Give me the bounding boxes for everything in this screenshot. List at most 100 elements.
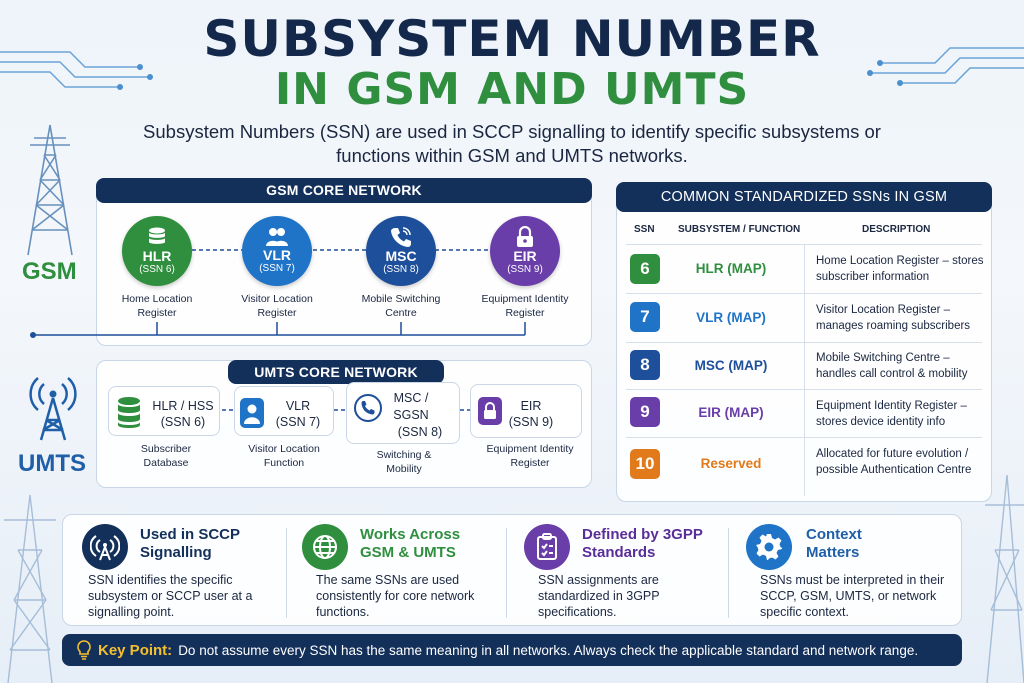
- info-title-3gpp: Defined by 3GPP Standards: [582, 526, 703, 561]
- phone-icon: [391, 227, 411, 247]
- gsm-msc-circle: MSC (SSN 8): [366, 216, 436, 286]
- col-header-function: SUBSYSTEM / FUNCTION: [678, 224, 801, 235]
- gsm-core-header: GSM CORE NETWORK: [96, 178, 592, 203]
- table-row-description: Mobile Switching Centre – handles call c…: [816, 352, 968, 380]
- gsm-eir-caption: Equipment Identity Register: [481, 293, 569, 319]
- circuit-decoration-right: [867, 47, 1024, 86]
- gsm-node-msc: MSC (SSN 8) Mobile Switching Centre: [336, 216, 466, 320]
- ssn-table-header: COMMON STANDARDIZED SSNs IN GSM: [616, 182, 992, 212]
- key-point-text: Do not assume every SSN has the same mea…: [178, 642, 919, 658]
- table-row-function: MSC (MAP): [694, 358, 768, 373]
- info-panel: [62, 514, 962, 626]
- umts-antenna-icon: [29, 377, 77, 441]
- table-row-description: Equipment Identity Register – stores dev…: [816, 400, 967, 428]
- umts-vlr-caption: Visitor Location Function: [248, 443, 320, 469]
- info-icon-badge: [746, 524, 792, 570]
- gear-icon: [756, 534, 782, 560]
- table-row-ssn-badge: 6: [630, 254, 660, 284]
- lightbulb-icon: [77, 640, 91, 660]
- umts-label: UMTS: [18, 450, 86, 477]
- umts-eir-caption: Equipment Identity Register: [486, 443, 574, 469]
- subtitle: Subsystem Numbers (SSN) are used in SCCP…: [143, 121, 881, 166]
- lock-icon-badge: [478, 397, 502, 425]
- col-header-ssn: SSN: [634, 224, 655, 235]
- database-icon: [118, 397, 140, 428]
- umts-msc-sgsn-ssn: (SSN 8): [397, 425, 443, 439]
- umts-eir-ssn: (SSN 9): [508, 415, 554, 429]
- gsm-hlr-caption: Home Location Register: [121, 293, 193, 319]
- info-text-context: SSNs must be interpreted in their SCCP, …: [760, 573, 945, 619]
- gsm-node-hlr: HLR (SSN 6) Home Location Register: [92, 216, 222, 320]
- umts-vlr-ssn: (SSN 7): [275, 415, 321, 429]
- gsm-connectors: [30, 249, 526, 338]
- lock-icon: [517, 226, 533, 247]
- info-title-context: Context Matters: [806, 526, 862, 561]
- gsm-node-eir: EIR (SSN 9) Equipment Identity Register: [460, 216, 590, 320]
- gsm-label: GSM: [22, 258, 77, 285]
- clipboard-icon: [537, 533, 557, 560]
- col-header-description: DESCRIPTION: [862, 224, 931, 235]
- tower-decoration-bottom-left: [4, 494, 56, 683]
- info-title-gsm-umts: Works Across GSM & UMTS: [360, 526, 461, 561]
- gsm-msc-caption: Mobile Switching Centre: [361, 293, 441, 319]
- table-row-function: Reserved: [700, 456, 762, 471]
- database-icon: [149, 227, 165, 244]
- table-row-description: Home Location Register – stores subscrib…: [816, 255, 984, 283]
- info-icon-badge: [82, 524, 128, 570]
- gsm-msc-name: MSC: [385, 248, 417, 264]
- table-row-ssn-badge: 10: [630, 449, 660, 479]
- lock-icon: [484, 402, 496, 419]
- umts-hlr-hss-ssn: (SSN 6): [160, 415, 206, 429]
- tower-decoration-left: [27, 124, 73, 256]
- gsm-vlr-caption: Visitor Location Register: [241, 293, 313, 319]
- users-icon: [266, 228, 288, 246]
- umts-connectors: [222, 409, 470, 411]
- gsm-eir-name: EIR: [513, 248, 537, 264]
- table-row-ssn-badge: 9: [630, 397, 660, 427]
- gsm-msc-ssn: (SSN 8): [383, 264, 419, 275]
- umts-eir-name: EIR: [520, 399, 542, 413]
- column-divider: [804, 244, 805, 496]
- key-point-bar: Key Point: Do not assume every SSN has t…: [62, 634, 962, 666]
- globe-icon: [313, 535, 337, 559]
- info-text-sccp: SSN identifies the specific subsystem or…: [88, 573, 253, 619]
- gsm-vlr-circle: VLR (SSN 7): [242, 216, 312, 286]
- user-icon-badge: [240, 398, 264, 428]
- umts-msc-sgsn-caption: Switching & Mobility: [376, 449, 432, 475]
- umts-core-header: UMTS CORE NETWORK: [228, 360, 444, 384]
- info-icon-badge: [302, 524, 348, 570]
- title-line-1: SUBSYSTEM NUMBER: [203, 10, 821, 68]
- info-divider: [506, 528, 507, 618]
- umts-node-msc-sgsn: [346, 382, 460, 444]
- info-title-sccp: Used in SCCP Signalling: [140, 526, 240, 561]
- table-row-function: VLR (MAP): [696, 310, 766, 325]
- title-line-2: IN GSM AND UMTS: [274, 64, 750, 115]
- info-text-3gpp: SSN assignments are standardized in 3GPP…: [538, 573, 660, 619]
- phone-icon: [354, 394, 382, 422]
- gsm-hlr-name: HLR: [142, 248, 172, 264]
- gsm-hlr-circle: HLR (SSN 6): [122, 216, 192, 286]
- table-row-function: EIR (MAP): [698, 405, 764, 420]
- circuit-decoration-left: [0, 51, 153, 90]
- tower-decoration-right: [985, 474, 1024, 683]
- gsm-node-vlr: VLR (SSN 7) Visitor Location Register: [212, 216, 342, 320]
- table-row-description: Allocated for future evolution / possibl…: [816, 448, 972, 476]
- gsm-eir-ssn: (SSN 9): [507, 264, 543, 275]
- umts-msc-sgsn-name: MSC / SGSN: [393, 391, 429, 422]
- antenna-icon: [90, 535, 120, 561]
- umts-hlr-hss-caption: Subscriber Database: [140, 443, 192, 469]
- info-divider: [286, 528, 287, 618]
- table-row-ssn-badge: 8: [630, 350, 660, 380]
- table-row-description: Visitor Location Register – manages roam…: [816, 304, 971, 332]
- info-icon-badge: [524, 524, 570, 570]
- gsm-vlr-name: VLR: [263, 247, 291, 263]
- info-divider: [728, 528, 729, 618]
- key-point-label: Key Point:: [98, 641, 173, 659]
- table-row-function: HLR (MAP): [695, 261, 767, 276]
- umts-vlr-name: VLR: [285, 399, 311, 413]
- gsm-vlr-ssn: (SSN 7): [259, 263, 295, 274]
- gsm-hlr-ssn: (SSN 6): [139, 264, 175, 275]
- table-row-ssn-badge: 7: [630, 302, 660, 332]
- user-icon: [244, 404, 260, 424]
- gsm-eir-circle: EIR (SSN 9): [490, 216, 560, 286]
